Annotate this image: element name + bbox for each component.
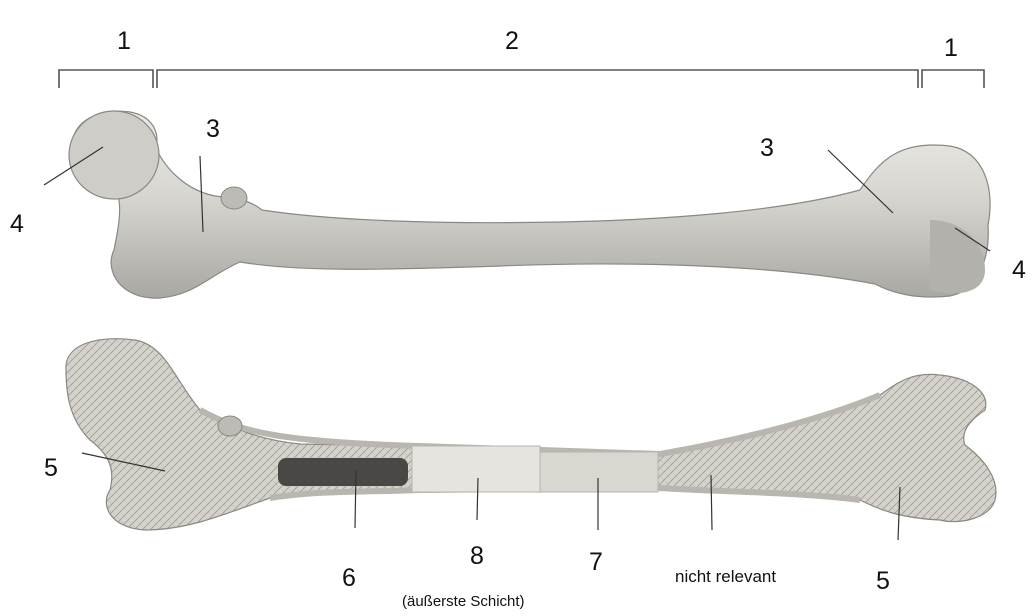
label-spongy-bone-left: 5 (44, 456, 58, 481)
label-diaphysis: 2 (505, 29, 519, 54)
label-medullary-cavity: 6 (342, 566, 356, 591)
bracket-epiphysis-left (59, 70, 153, 88)
label-metaphysis-left: 3 (206, 117, 220, 142)
label-epiphysis-right: 1 (944, 36, 958, 61)
label-metaphysis-right: 3 (760, 136, 774, 161)
femoral-head (69, 111, 159, 199)
label-articular-cartilage-left: 4 (10, 212, 24, 237)
label-periosteum: 8 (470, 544, 484, 569)
femur-section (66, 339, 996, 530)
label-articular-cartilage-right: 4 (1012, 258, 1026, 283)
lesser-trochanter (221, 187, 247, 209)
periosteum-band (412, 446, 540, 492)
medullary-cavity (278, 458, 408, 486)
lesser-trochanter-section (218, 416, 242, 436)
label-not-relevant: nicht relevant (675, 568, 776, 585)
label-spongy-bone-right: 5 (876, 569, 890, 594)
label-periosteum-note: (äußerste Schicht) (402, 594, 525, 609)
compact-bone-band (540, 452, 658, 492)
label-epiphysis-left: 1 (117, 29, 131, 54)
bracket-epiphysis-right (922, 70, 984, 88)
label-compact-bone: 7 (589, 550, 603, 575)
bracket-diaphysis (157, 70, 918, 88)
